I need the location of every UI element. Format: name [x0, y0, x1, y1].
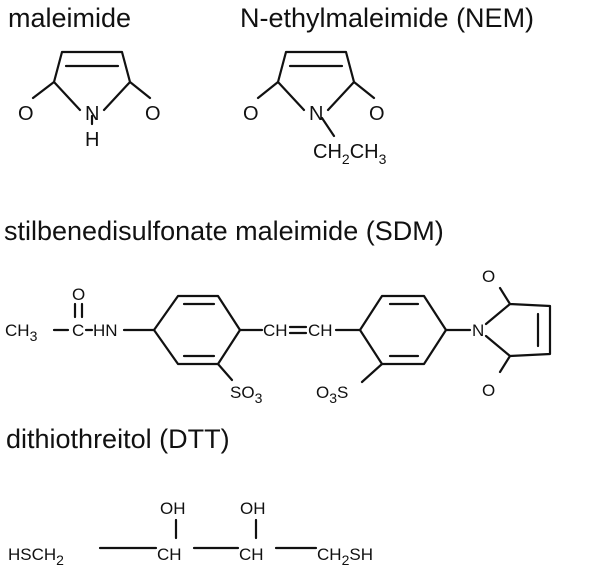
nem-ethyl-group: CH2CH3: [313, 141, 387, 167]
sdm-so3-right-bond: [360, 362, 384, 384]
dtt-ch2sh: CH2SH: [317, 545, 373, 568]
maleimide-bonds: [31, 50, 152, 126]
dtt-ch-right: CH: [239, 545, 264, 564]
dtt-oh-right: OH: [240, 499, 266, 518]
title-maleimide: maleimide: [8, 3, 131, 33]
nem-structure: O N O CH2CH3: [243, 50, 387, 167]
sdm-n: N: [472, 321, 484, 340]
sdm-acetyl-o: O: [72, 285, 85, 304]
title-nem: N-ethylmaleimide (NEM): [240, 3, 534, 33]
sdm-benzene-right: [358, 294, 448, 366]
sdm-ch3-group: CH3: [5, 321, 38, 344]
sdm-o-bottom: O: [482, 381, 495, 400]
sdm-so3-right: O3S: [316, 383, 348, 406]
maleimide-h: H: [85, 129, 99, 151]
nem-bonds: [256, 50, 376, 138]
title-dtt: dithiothreitol (DTT): [6, 424, 230, 454]
sdm-hn: HN: [93, 321, 118, 340]
maleimide-o-left: O: [18, 103, 34, 125]
nem-o-left: O: [243, 103, 259, 125]
sdm-vinyl-ch-left: CH: [263, 321, 288, 340]
sdm-structure: CH3 C O HN CH CH SO3 O3S N O O: [5, 267, 552, 406]
nem-n: N: [309, 103, 323, 125]
sdm-so3-left-bond: [216, 362, 234, 382]
sdm-maleimide-ring: [444, 286, 552, 374]
sdm-so3-left: SO3: [230, 383, 263, 406]
dtt-ch-left: CH: [157, 545, 182, 564]
sdm-carbonyl-c: C: [72, 321, 84, 340]
dtt-hsch2: HSCH2: [8, 545, 64, 568]
sdm-carbonyl-double-bond: [73, 302, 84, 319]
dtt-oh-left: OH: [160, 499, 186, 518]
sdm-benzene-left: [152, 294, 242, 366]
sdm-vinyl-ch-right: CH: [308, 321, 333, 340]
dtt-bonds: [98, 518, 318, 550]
maleimide-structure: O N O H: [18, 50, 161, 151]
sdm-vinyl-double-bond: [288, 325, 308, 335]
dtt-structure: HSCH2 CH CH OH OH CH2SH: [8, 499, 373, 568]
maleimide-o-right: O: [145, 103, 161, 125]
title-sdm: stilbenedisulfonate maleimide (SDM): [4, 216, 444, 246]
nem-o-right: O: [369, 103, 385, 125]
maleimide-n: N: [85, 103, 99, 125]
sdm-o-top: O: [482, 267, 495, 286]
